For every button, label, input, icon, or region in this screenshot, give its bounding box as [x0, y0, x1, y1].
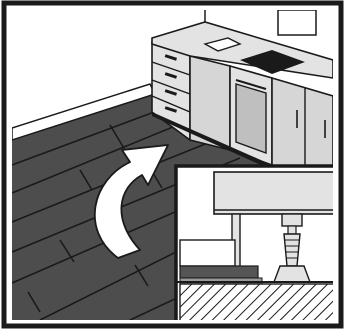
foot-thread-lines	[285, 239, 299, 259]
foot-top	[281, 213, 303, 227]
adjustable-foot-detail-icon	[174, 164, 333, 320]
sink	[203, 37, 242, 52]
oven-handle	[235, 79, 267, 90]
wall-picture	[277, 10, 317, 36]
detail-plinth	[179, 239, 236, 267]
drawer-lines	[151, 61, 191, 113]
detail-cabinet-body	[213, 171, 333, 215]
oven-window	[235, 83, 267, 155]
curved-arrow-icon	[93, 144, 169, 259]
foot-spindle	[283, 233, 301, 267]
cabinet-door	[189, 54, 231, 152]
drawer-handles	[164, 54, 178, 113]
cabinet-right	[271, 76, 333, 186]
detail-subfloor	[179, 283, 333, 320]
foot-base	[272, 265, 312, 283]
detail-floor-covering	[179, 265, 259, 279]
cooktop	[240, 50, 305, 74]
